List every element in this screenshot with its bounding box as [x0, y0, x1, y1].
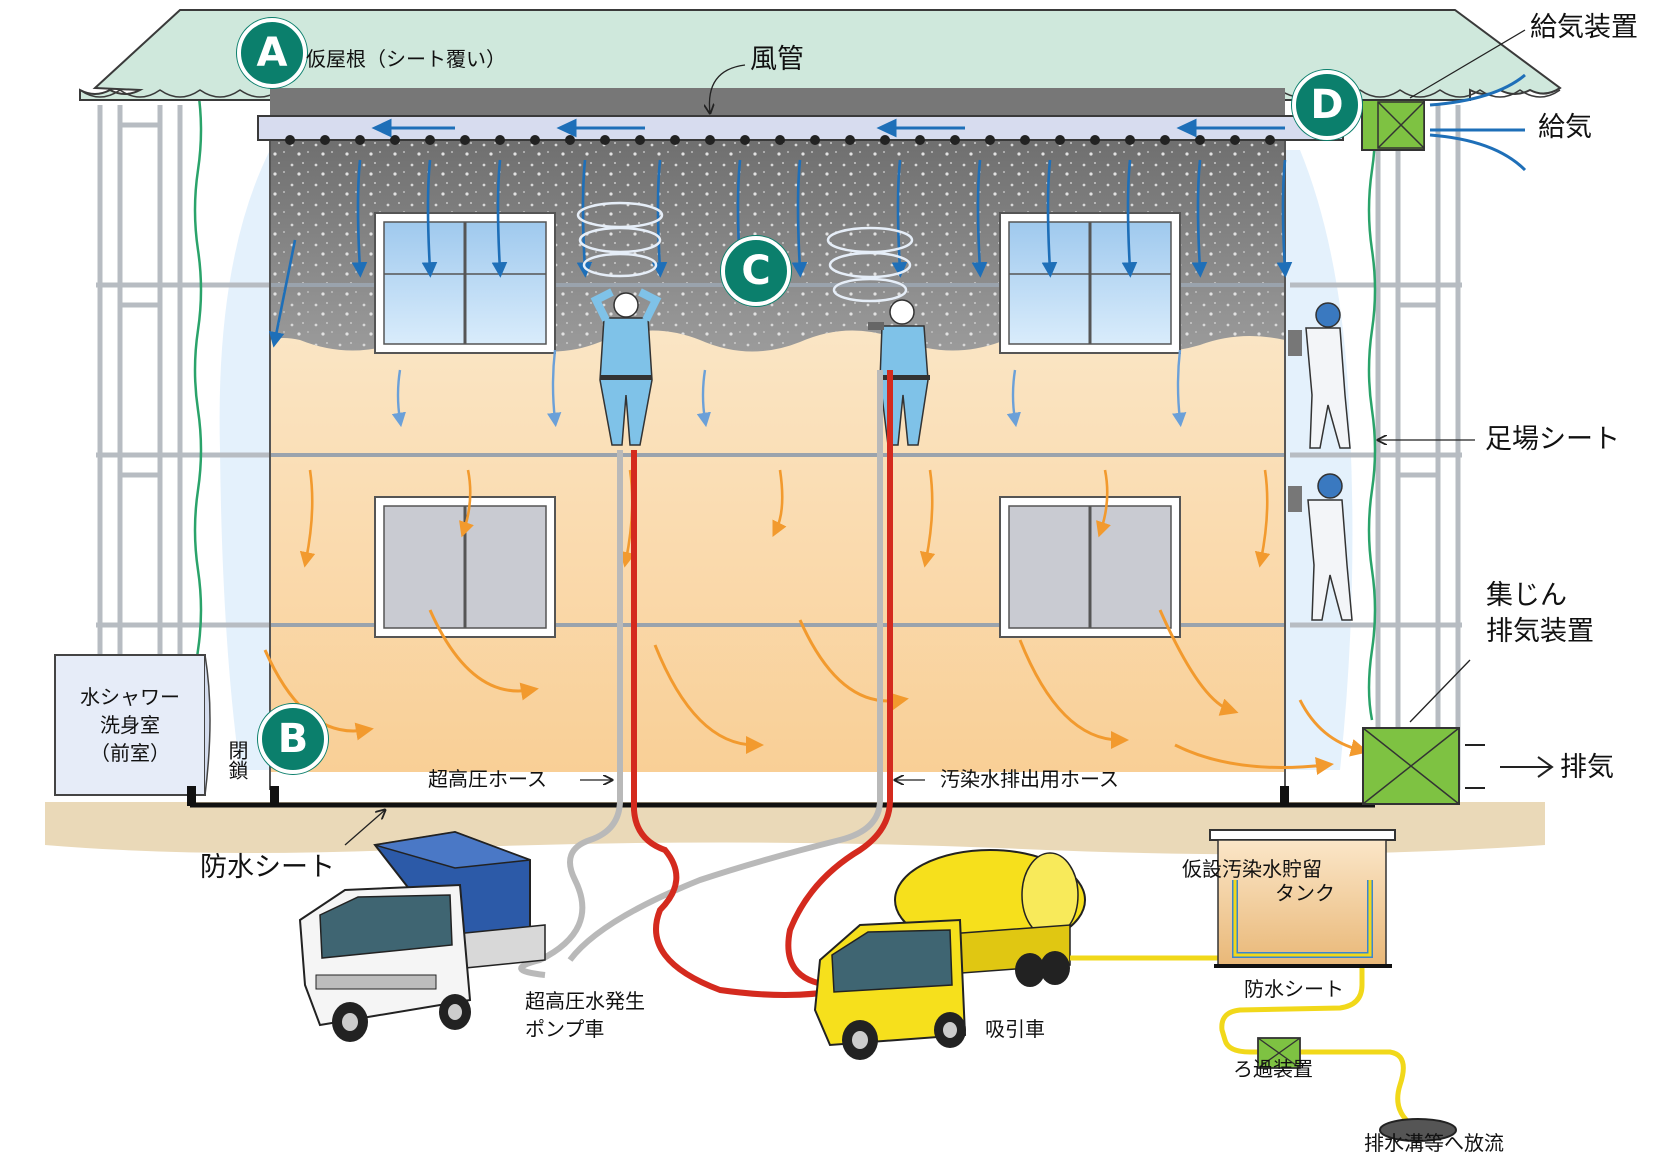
suction-truck: [813, 849, 1086, 1060]
exhaust-arrow: [1465, 744, 1554, 789]
label-supply-air: 給気: [1538, 112, 1592, 143]
badge-d: D: [1292, 70, 1362, 140]
filter-device: [1257, 1037, 1301, 1069]
label-exhaust: 排気: [1560, 752, 1614, 783]
red-hose-left: [631, 450, 841, 998]
duct-flow-arrows: [371, 118, 1285, 138]
badge-b: B: [258, 704, 328, 774]
downflow-arrows-lightblue: [391, 349, 1187, 428]
label-suction-truck: 吸引車: [985, 1017, 1045, 1041]
label-air-duct: 風管: [750, 44, 804, 75]
label-pump-truck-2: ポンプ車: [525, 1017, 605, 1041]
label-contaminated-water-hose: 汚染水排出用ホース: [940, 767, 1119, 791]
badge-a: A: [237, 18, 307, 88]
label-shower-room-1: 水シャワー: [80, 685, 180, 709]
label-temp-roof: 仮屋根（シート覆い）: [306, 47, 506, 71]
label-waterproof-sheet-tank: 防水シート: [1244, 977, 1344, 1001]
label-high-pressure-hose: 超高圧ホース: [428, 767, 547, 791]
label-closed: 閉鎖: [225, 740, 249, 780]
exhaust-device: [1362, 727, 1460, 805]
badge-c: C: [721, 236, 791, 306]
window-lower-right: [999, 496, 1181, 638]
window-lower-left: [374, 496, 556, 638]
label-shower-room-3: （前室）: [90, 741, 170, 765]
label-supply-device: 給気装置: [1530, 12, 1638, 43]
supply-device-leader: [1409, 29, 1526, 99]
worker-left: [590, 288, 662, 446]
scaffold-sheet-line-left: [193, 89, 203, 721]
label-pump-truck-1: 超高圧水発生: [525, 989, 645, 1013]
worker-right-lower: [1288, 473, 1353, 621]
roof-underside: [270, 88, 1285, 116]
scaffold-sheet-line-right: [1367, 89, 1377, 721]
air-duct-leader: [709, 64, 746, 113]
label-scaffold-sheet: 足場シート: [1485, 424, 1620, 455]
window-upper-right: [999, 212, 1181, 354]
scaffold-right: [1290, 105, 1462, 790]
label-exhaust-device-1: 集じん: [1486, 580, 1567, 611]
temporary-roof: [79, 9, 1562, 101]
red-hose-right: [785, 370, 893, 988]
grey-hose-2: [567, 370, 883, 962]
yellow-pipe-tank: [1070, 955, 1223, 961]
label-discharge: 排水溝等へ放流: [1364, 1131, 1504, 1155]
worker-right-upper: [1288, 302, 1351, 449]
window-upper-left: [374, 212, 556, 354]
duct-nozzles: [285, 135, 1275, 145]
temporary-tank: [1209, 829, 1396, 968]
label-temp-tank-1: 仮設汚染水貯留: [1182, 857, 1322, 881]
supply-air-arrows: [1429, 73, 1527, 172]
flow-arrows-orange-bottom: [263, 609, 1369, 775]
shower-room-side: [204, 654, 211, 796]
pump-truck: [298, 830, 546, 1042]
yellow-pipe-drain: [1300, 1049, 1414, 1127]
label-waterproof-sheet-ground: 防水シート: [200, 852, 335, 883]
exhaust-device-leader: [1409, 659, 1471, 723]
high-pressure-hose: [518, 450, 623, 978]
downflow-arrows-blue: [268, 159, 1293, 348]
waterproof-leader: [344, 810, 385, 846]
label-temp-tank-2: タンク: [1275, 881, 1335, 905]
label-exhaust-device-2: 排気装置: [1486, 616, 1594, 647]
label-shower-room-2: 洗身室: [100, 713, 160, 737]
supply-device: [1361, 99, 1425, 151]
yellow-pipe-filter: [1219, 960, 1365, 1055]
drain-hole: [1379, 1118, 1457, 1142]
dust-swirls: [576, 201, 914, 303]
label-filter-device: ろ過装置: [1233, 1057, 1313, 1081]
